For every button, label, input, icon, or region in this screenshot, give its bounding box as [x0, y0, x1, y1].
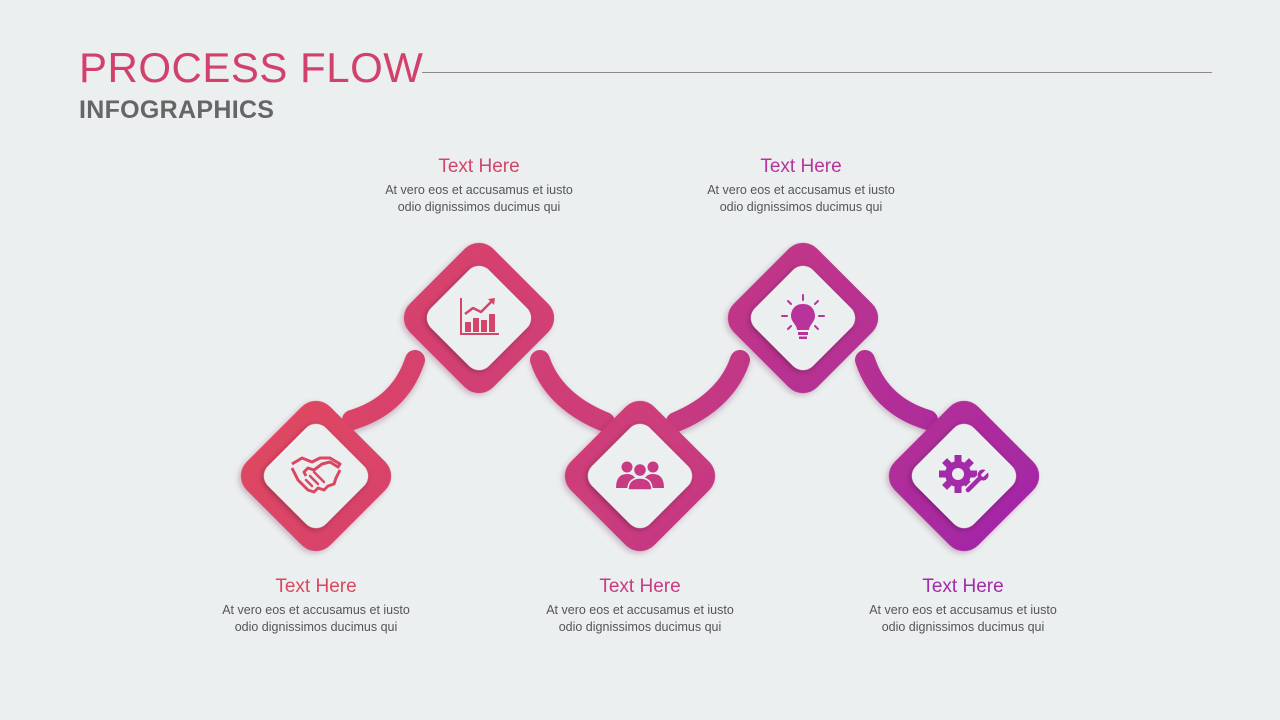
handshake-icon [290, 456, 342, 494]
step-5-title: Text Here [922, 576, 1004, 597]
step-3-title: Text Here [599, 576, 681, 597]
step-5-body-line1: At vero eos et accusamus et iusto [869, 603, 1057, 617]
connector-3-4 [666, 350, 750, 432]
step-1-body-line1: At vero eos et accusamus et iusto [222, 603, 410, 617]
step-1-title: Text Here [275, 576, 357, 597]
page-subtitle: INFOGRAPHICS [79, 96, 275, 124]
step-5-body-line2: odio dignissimos ducimus qui [881, 620, 1045, 634]
step-2-title: Text Here [438, 156, 520, 177]
step-3-body-line2: odio dignissimos ducimus qui [558, 620, 722, 634]
step-4-title: Text Here [760, 156, 842, 177]
connector-links [342, 350, 938, 432]
connector-2-3 [530, 350, 615, 432]
step-2-body-line2: odio dignissimos ducimus qui [397, 200, 561, 214]
team-users-icon [616, 461, 664, 491]
step-1-body: At vero eos et accusamus et iusto odio d… [196, 602, 436, 636]
step-2-body-line1: At vero eos et accusamus et iusto [385, 183, 573, 197]
header-divider [422, 72, 1212, 73]
step-3-body: At vero eos et accusamus et iusto odio d… [520, 602, 760, 636]
connector-1-2 [342, 350, 425, 430]
lightbulb-icon [781, 294, 825, 339]
step-1-text: Text Here At vero eos et accusamus et iu… [196, 576, 436, 636]
step-4-text: Text Here At vero eos et accusamus et iu… [681, 156, 921, 216]
step-5-body: At vero eos et accusamus et iusto odio d… [843, 602, 1083, 636]
bar-chart-growth-icon [460, 298, 499, 335]
step-2-body: At vero eos et accusamus et iusto odio d… [359, 182, 599, 216]
step-4-body-line2: odio dignissimos ducimus qui [719, 200, 883, 214]
step-node-1 [240, 400, 392, 552]
step-1-body-line2: odio dignissimos ducimus qui [234, 620, 398, 634]
step-3-text: Text Here At vero eos et accusamus et iu… [520, 576, 760, 636]
step-2-text: Text Here At vero eos et accusamus et iu… [359, 156, 599, 216]
gear-wrench-icon [939, 455, 990, 494]
page-title: PROCESS FLOW [79, 44, 424, 91]
step-3-body-line1: At vero eos et accusamus et iusto [546, 603, 734, 617]
step-4-body-line1: At vero eos et accusamus et iusto [707, 183, 895, 197]
step-4-body: At vero eos et accusamus et iusto odio d… [681, 182, 921, 216]
connector-4-5 [855, 350, 938, 430]
step-5-text: Text Here At vero eos et accusamus et iu… [843, 576, 1083, 636]
